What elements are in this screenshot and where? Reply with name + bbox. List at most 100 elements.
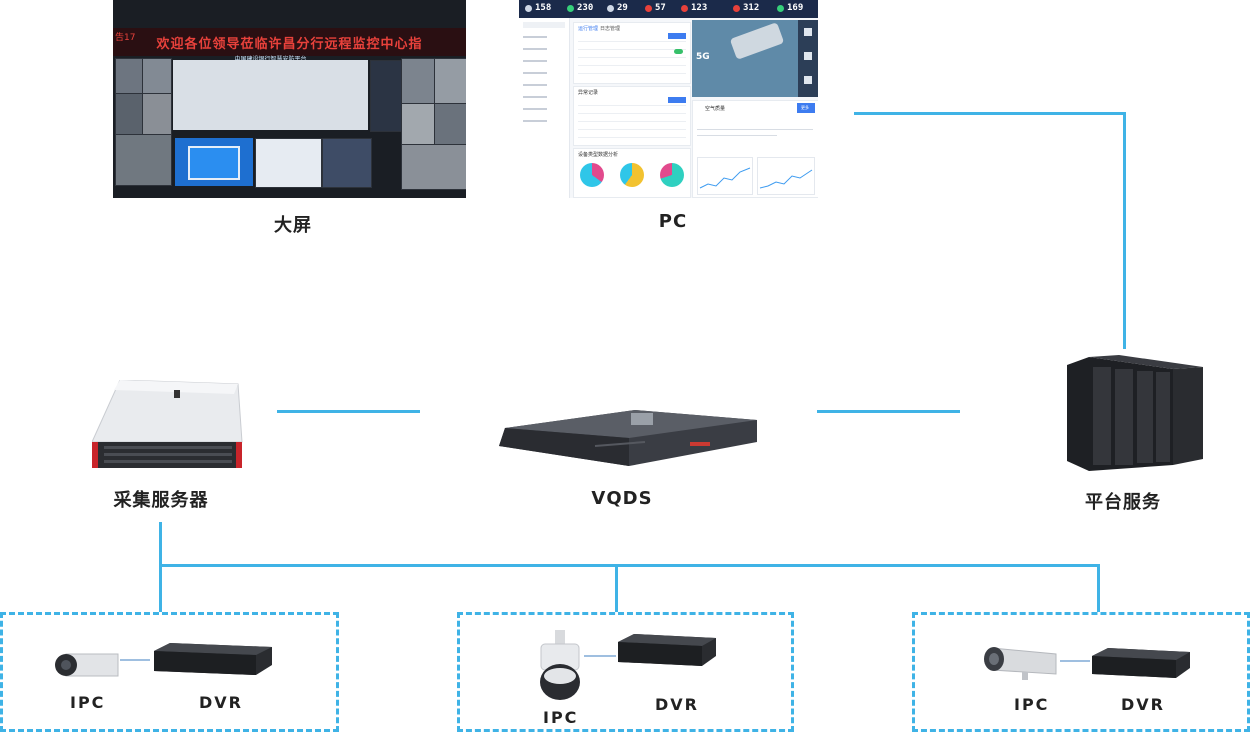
label-dvr-right: DVR — [1121, 695, 1165, 714]
pie-chart — [620, 163, 644, 187]
sidebar-item[interactable] — [523, 72, 547, 74]
dvr-icon-right — [1088, 646, 1194, 682]
stat-value: 312 — [743, 3, 760, 13]
pc-camera-image: 5G — [692, 20, 818, 97]
pie-chart — [660, 163, 684, 187]
bigscreen-banner — [113, 28, 466, 56]
wifi-icon — [567, 5, 574, 12]
stat-value: 169 — [787, 3, 804, 13]
sidebar-search[interactable] — [523, 22, 565, 28]
device-group-left — [0, 612, 339, 732]
video-cell — [370, 60, 402, 132]
sidebar-item[interactable] — [523, 108, 547, 110]
link-platform-top — [854, 112, 1126, 115]
bigscreen-panel — [255, 138, 322, 188]
camera-icon[interactable] — [804, 28, 812, 36]
alarm-title: 异常记录 — [578, 90, 599, 96]
wifi-icon — [607, 5, 614, 12]
more-button-label: 更多 — [801, 105, 809, 110]
video-cell — [401, 103, 435, 145]
bigscreen-window — [188, 146, 240, 180]
sidebar-item[interactable] — [523, 120, 547, 122]
bigscreen-corner-text: 告17 — [115, 33, 136, 43]
label-ipc-right: IPC — [1014, 695, 1050, 714]
link-bus-right — [1097, 564, 1100, 612]
device-group-right — [912, 612, 1250, 732]
video-cell — [142, 58, 172, 94]
label-collector: 采集服务器 — [113, 490, 209, 511]
pc-sidebar — [519, 18, 570, 198]
query-button[interactable] — [668, 33, 686, 39]
tab-log[interactable]: 日志管理 — [600, 26, 621, 32]
video-cell — [401, 144, 466, 190]
pc-camera-toolbar — [798, 20, 818, 97]
toggle-switch[interactable] — [674, 49, 683, 54]
video-cell — [115, 134, 172, 186]
more-button[interactable] — [797, 103, 815, 113]
collector-server-image — [91, 379, 244, 470]
link-collector-vqds — [277, 410, 420, 413]
pc-topbar — [519, 0, 818, 18]
alarm-icon — [733, 5, 740, 12]
alarm-icon — [645, 5, 652, 12]
camera-icon — [729, 22, 785, 60]
dome-camera-icon — [535, 630, 585, 702]
link-bus — [159, 564, 1100, 567]
sidebar-item[interactable] — [523, 36, 547, 38]
link-platform-vertical — [1123, 113, 1126, 349]
sidebar-item[interactable] — [523, 48, 547, 50]
label-dvr-mid: DVR — [655, 695, 699, 714]
bigscreen-map — [173, 60, 368, 130]
label-pc: PC — [658, 211, 688, 232]
status-icon — [777, 5, 784, 12]
stat-value: 57 — [655, 3, 666, 13]
video-cell — [115, 93, 143, 135]
vqds-device-image — [495, 408, 760, 468]
camera-icon[interactable] — [804, 52, 812, 60]
stat-value: 123 — [691, 3, 708, 13]
bigscreen-panel — [322, 138, 372, 188]
device-group-middle — [457, 612, 794, 732]
bigscreen-image: 告17 欢迎各位领导莅临许昌分行远程监控中心指 中国建设银行智慧安防平台 — [113, 0, 466, 198]
pc-panel-alarm: 异常记录 — [573, 86, 691, 146]
video-cell — [434, 58, 466, 104]
pc-panel-stats: 设备类型数据分析 — [573, 148, 691, 198]
link-ipc-dvr-right — [1060, 660, 1090, 662]
sidebar-item[interactable] — [523, 60, 547, 62]
video-cell — [401, 58, 435, 104]
link-collector-down — [159, 522, 162, 612]
video-cell — [434, 103, 466, 145]
alarm-icon — [681, 5, 688, 12]
stat-value: 230 — [577, 3, 594, 13]
tab-runtime[interactable]: 运行管理 — [578, 26, 599, 32]
pc-image: 158 230 29 57 123 312 169 运行管理 日志管理 异常记录 — [519, 0, 818, 198]
dvr-icon-left — [148, 641, 276, 679]
label-vqds: VQDS — [591, 488, 653, 509]
camera-icon[interactable] — [804, 76, 812, 84]
pc-panel-air: 空气质量 更多 — [692, 100, 818, 198]
stat-value: 29 — [617, 3, 628, 13]
label-ipc-left: IPC — [70, 693, 106, 712]
video-cell — [115, 58, 143, 94]
query-button[interactable] — [668, 97, 686, 103]
bigscreen-banner-text: 欢迎各位领导莅临许昌分行远程监控中心指 — [156, 37, 423, 52]
label-bigscreen: 大屏 — [274, 215, 312, 236]
bullet-camera-icon — [982, 640, 1062, 682]
badge-5g: 5G — [696, 52, 710, 62]
label-dvr-left: DVR — [199, 693, 243, 712]
bigscreen-platform-title: 中国建设银行智慧安防平台 — [173, 54, 368, 63]
video-cell — [142, 93, 172, 135]
stat-icon — [525, 5, 532, 12]
platform-rack-image — [1063, 355, 1208, 473]
box-camera-icon — [52, 648, 122, 684]
label-ipc-mid: IPC — [543, 708, 579, 727]
sidebar-item[interactable] — [523, 84, 547, 86]
stats-title: 设备类型数据分析 — [578, 152, 619, 158]
link-bus-mid — [615, 564, 618, 612]
line-chart — [757, 157, 815, 195]
sidebar-item[interactable] — [523, 96, 547, 98]
link-ipc-dvr-mid — [584, 655, 616, 657]
pie-chart — [580, 163, 604, 187]
label-platform: 平台服务 — [1085, 492, 1161, 513]
link-vqds-platform — [817, 410, 960, 413]
